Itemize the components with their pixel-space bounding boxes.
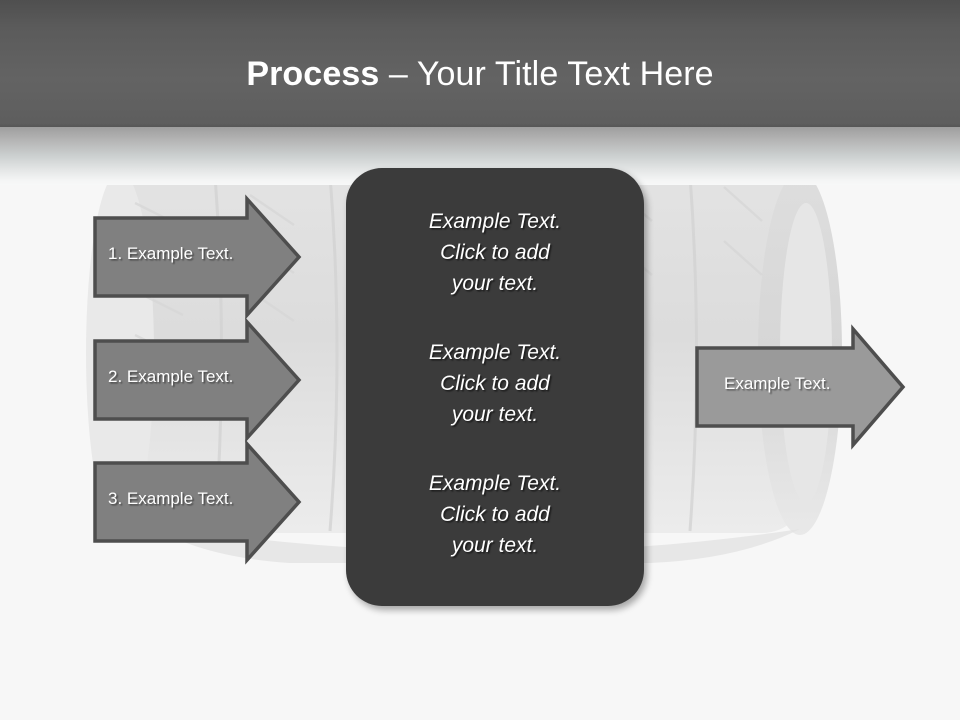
page-title: Process – Your Title Text Here	[0, 53, 960, 95]
input-arrow-2-label: 2. Example Text.	[108, 367, 234, 386]
input-arrow-3[interactable]: 3. Example Text.	[92, 439, 304, 565]
center-panel-spacer-1	[368, 299, 622, 337]
input-arrow-1[interactable]: 1. Example Text.	[92, 194, 304, 320]
center-panel-block-2: Example Text. Click to add your text.	[428, 341, 562, 426]
output-arrow-1-label: Example Text.	[724, 374, 831, 393]
input-arrow-1-label: 1. Example Text.	[108, 244, 234, 263]
header-band	[0, 0, 960, 127]
right-arrow-icon	[695, 324, 906, 450]
right-arrow-icon	[93, 439, 302, 565]
center-panel-spacer-2	[368, 430, 622, 468]
center-process-panel[interactable]: Example Text. Click to add your text. Ex…	[346, 168, 644, 606]
page-title-rest: – Your Title Text Here	[379, 55, 714, 93]
page-title-strong: Process	[246, 55, 380, 93]
center-panel-block-1: Example Text. Click to add your text.	[428, 210, 562, 295]
right-arrow-icon	[93, 194, 302, 320]
input-arrow-3-label: 3. Example Text.	[108, 489, 234, 508]
input-arrow-2[interactable]: 2. Example Text.	[92, 317, 304, 443]
center-panel-block-3: Example Text. Click to add your text.	[428, 472, 562, 557]
output-arrow-1[interactable]: Example Text.	[694, 324, 908, 450]
right-arrow-icon	[93, 317, 302, 443]
